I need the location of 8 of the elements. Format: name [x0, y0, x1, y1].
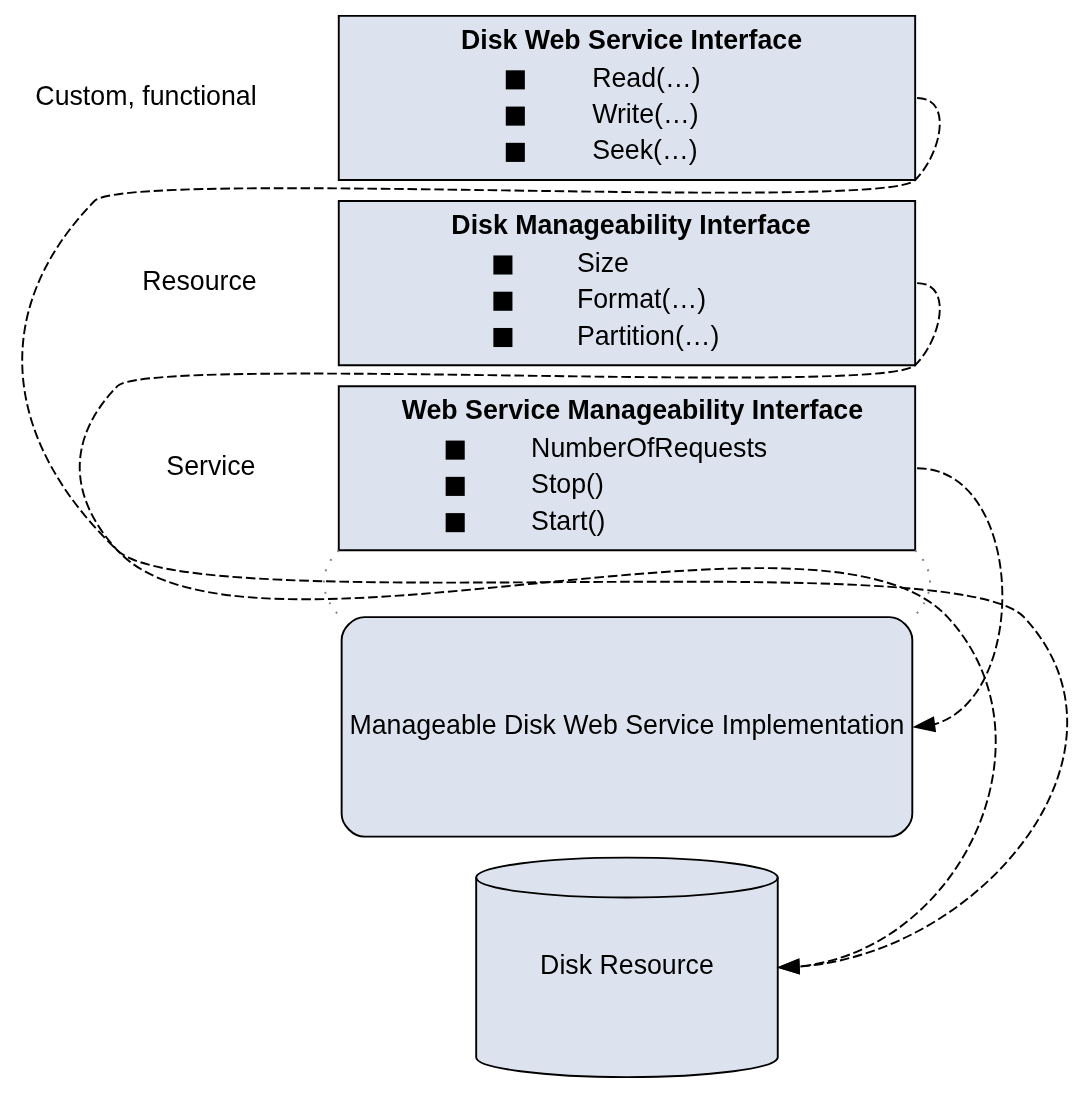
- node-box: Disk Manageability Interface Size Format(…) Partition(…): [337, 200, 917, 367]
- arrow: [912, 467, 1004, 733]
- node-label: Service: [166, 451, 256, 482]
- node-box: Web Service Manageability Interface NumberOfRequests Stop() Start(): [337, 385, 917, 552]
- node-box: Disk Web Service Interface Read(…) Write(…) Seek(…): [337, 14, 917, 181]
- node-label: Resource: [142, 266, 257, 297]
- node-box: Manageable Disk Web Service Implementation: [340, 616, 914, 838]
- node-label: Custom, functional: [35, 81, 257, 112]
